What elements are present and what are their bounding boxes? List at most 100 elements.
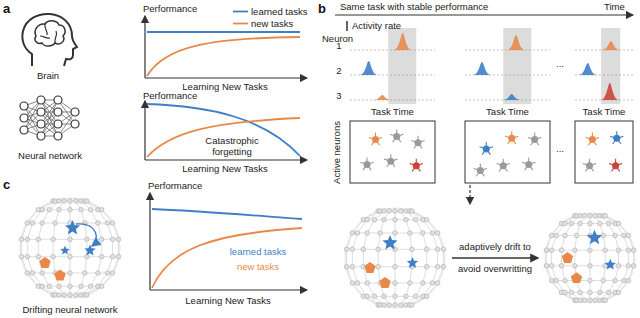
axis-title: Learning New Tasks (185, 295, 270, 306)
task-window (388, 28, 416, 104)
legend-sample (233, 23, 248, 25)
sphere-unit (606, 290, 611, 295)
sphere-link (347, 267, 353, 283)
sphere-unit (413, 294, 418, 299)
sphere-unit (598, 221, 603, 226)
sphere-unit (410, 303, 415, 308)
sphere-unit (424, 247, 429, 252)
sphere-unit (57, 199, 62, 204)
activity-peak (360, 61, 378, 75)
sphere-unit (68, 199, 73, 204)
sphere-unit (387, 209, 392, 214)
sphere-unit (85, 199, 90, 204)
sphere-unit (19, 237, 24, 242)
network-unit (71, 108, 79, 116)
sphere-unit (88, 284, 93, 289)
sphere-unit (382, 294, 387, 299)
curve-label: new tasks (237, 261, 279, 272)
sphere-unit (441, 264, 446, 269)
sphere-unit (40, 271, 45, 276)
learned-curve (152, 209, 302, 219)
neuron-cell (393, 133, 400, 140)
row-number: 2 (336, 65, 341, 76)
timeline-title: Same task with stable performance (340, 1, 488, 12)
sphere-unit (376, 247, 381, 252)
sphere-unit (105, 271, 110, 276)
icon-caption: Brain (37, 70, 59, 81)
sphere-unit (413, 217, 418, 222)
sphere-unit (116, 254, 121, 259)
sphere-unit (372, 294, 377, 299)
curve-label: learned tasks (230, 246, 287, 257)
sphere-unit (387, 303, 392, 308)
sphere-unit (603, 213, 608, 218)
pentagon-unit (571, 272, 582, 283)
sphere-link (113, 257, 119, 273)
sphere-unit (74, 199, 79, 204)
sphere-unit (68, 237, 73, 242)
activity-peak (507, 35, 525, 50)
task-window (503, 28, 531, 104)
sphere-unit (563, 290, 568, 295)
annotation: Catastrophic forgetting (201, 135, 263, 157)
sphere-unit (110, 271, 115, 276)
row-number: 3 (336, 90, 341, 101)
sphere-networks (19, 198, 636, 308)
axis-title: Task Time (371, 106, 414, 117)
pentagon-unit (379, 277, 390, 288)
brain-outline (35, 21, 65, 46)
sphere-unit (74, 293, 79, 298)
x-axis (145, 159, 307, 160)
neuron-cell (531, 136, 538, 143)
network-icon (20, 96, 79, 140)
neuron-cell (589, 136, 596, 143)
y-axis (144, 101, 145, 160)
sphere-unit (435, 264, 440, 269)
sphere-unit (25, 271, 30, 276)
sphere-unit (603, 298, 608, 303)
sphere-unit (573, 264, 578, 269)
drift-curve (76, 224, 96, 246)
sphere-unit (588, 278, 593, 283)
sphere-unit (53, 221, 58, 226)
sphere-unit (399, 209, 404, 214)
sphere-unit (25, 221, 30, 226)
legend-samples (233, 12, 248, 24)
sphere-unit (372, 217, 377, 222)
star-unit (60, 246, 70, 255)
network-unit (71, 120, 79, 128)
sphere-link (426, 249, 427, 266)
star-unit (84, 245, 95, 256)
sphere-unit (361, 247, 366, 252)
sphere-unit (631, 264, 636, 269)
icon-caption: Neural network (18, 150, 82, 161)
sphere-unit (549, 233, 554, 238)
activity-peak (473, 62, 491, 75)
neuron-cell (613, 135, 620, 142)
sphere-link (101, 239, 102, 256)
sphere-unit (621, 233, 626, 238)
sphere-unit (350, 247, 355, 252)
sphere-unit (582, 298, 587, 303)
neuron-box (575, 121, 633, 183)
neuron-baseline (350, 50, 435, 51)
sphere-unit (588, 221, 593, 226)
arrow-label: avoid overwritting (458, 263, 532, 274)
axis-title: Learning New Tasks (182, 163, 267, 174)
sphere-unit (79, 207, 84, 212)
panel-letter: a (3, 2, 10, 16)
network-link (41, 100, 58, 136)
network-unit (54, 132, 62, 140)
sphere-unit (96, 221, 101, 226)
sphere-unit (588, 248, 593, 253)
sphere-unit (569, 290, 574, 295)
sphere-unit (588, 213, 593, 218)
sphere-unit (19, 254, 24, 259)
sphere-unit (382, 209, 387, 214)
sphere-unit (593, 213, 598, 218)
raster-panels (350, 28, 633, 183)
sphere-unit (85, 237, 90, 242)
network-link (41, 100, 58, 136)
sphere-unit (573, 248, 578, 253)
sphere-unit (621, 278, 626, 283)
